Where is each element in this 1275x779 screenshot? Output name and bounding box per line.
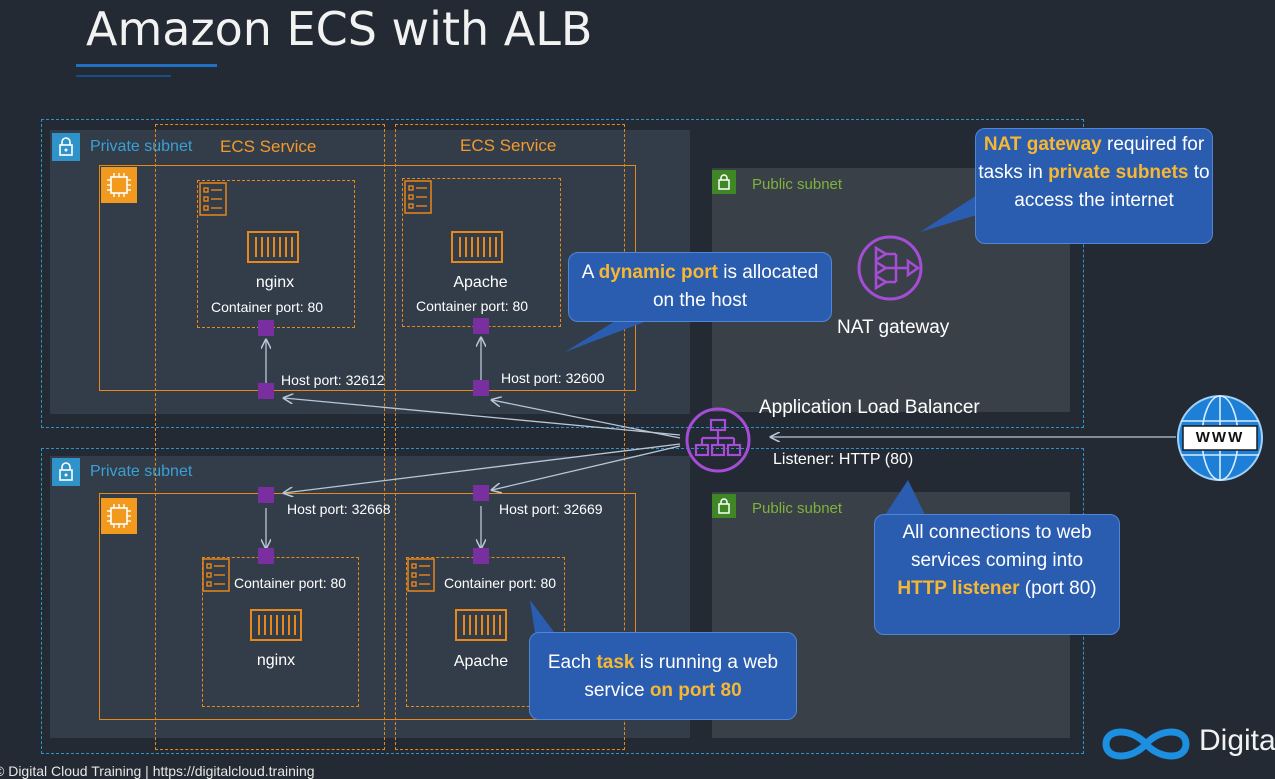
private-subnet-bottom-label: Private subnet — [90, 463, 193, 480]
ec2-chip-icon — [101, 167, 137, 203]
infinity-logo-icon — [1102, 728, 1190, 760]
callout-dynamic-text-2: is allocated on the host — [652, 262, 819, 311]
host-port-marker — [258, 487, 274, 503]
host-port-bottom-left: Host port: 32668 — [287, 501, 391, 517]
container-port-marker — [473, 548, 489, 564]
task-bottom-right-container-port: Container port: 80 — [444, 575, 557, 591]
host-port-marker — [473, 485, 489, 501]
callout-connections: All connections to web services coming i… — [874, 514, 1120, 635]
vpc-top-boundary — [41, 119, 1084, 428]
callout-task-highlight-1: task — [596, 652, 635, 673]
private-subnet-top-label: Private subnet — [90, 138, 193, 155]
ecs-service-left — [155, 124, 385, 750]
container-icon — [250, 609, 302, 641]
title-underline-short — [76, 75, 171, 77]
container-port-marker — [473, 318, 489, 334]
lock-icon — [712, 170, 736, 194]
task-bottom-left-container-port: Container port: 80 — [234, 575, 347, 591]
alb-label: Application Load Balancer — [759, 397, 980, 418]
container-icon — [451, 231, 503, 263]
callout-nat-highlight-1: NAT gateway — [983, 134, 1102, 155]
callout-dynamic-text-1: A — [581, 262, 599, 283]
container-port-marker — [258, 548, 274, 564]
callout-dynamic-highlight: dynamic port — [598, 262, 718, 283]
callout-dynamic-port: A dynamic port is allocated on the host — [568, 252, 832, 322]
lock-icon — [52, 133, 80, 161]
task-top-right-container-port: Container port: 80 — [416, 298, 529, 314]
ec2-instance-bottom — [99, 493, 636, 720]
task-box-bottom-left — [202, 557, 359, 707]
nat-gateway-icon — [857, 235, 923, 301]
callout-task-text-2: is running a web service — [584, 652, 779, 701]
www-label: WWW — [1195, 429, 1245, 446]
callout-nat-highlight-2: private subnets — [1048, 162, 1189, 183]
slide-title: Amazon ECS with ALB — [86, 2, 593, 56]
task-top-left-name: nginx — [255, 274, 295, 291]
host-port-marker — [473, 380, 489, 396]
host-port-marker — [258, 383, 274, 399]
callout-nat-text-1: required for tasks in — [978, 134, 1205, 183]
title-underline-long — [76, 64, 217, 67]
task-list-icon — [404, 180, 432, 214]
host-port-top-left: Host port: 32612 — [281, 372, 385, 388]
public-subnet-bottom-label: Public subnet — [752, 500, 843, 517]
callout-connections-text-2: (port 80) — [1019, 578, 1097, 599]
task-list-icon — [407, 558, 435, 592]
lock-icon — [712, 494, 736, 518]
task-box-top-left — [197, 180, 355, 328]
nat-gateway-label: NAT gateway — [837, 317, 950, 338]
task-list-icon — [199, 182, 227, 216]
container-icon — [455, 609, 507, 641]
load-balancer-icon — [685, 407, 751, 473]
host-port-top-right: Host port: 32600 — [501, 370, 605, 386]
internet-globe-icon — [1177, 395, 1263, 481]
callout-task-highlight-2: on port 80 — [649, 680, 742, 701]
ecs-service-right — [395, 124, 625, 750]
callout-task-text-1: Each — [547, 652, 597, 673]
callout-connections-text-1: All connections to web services coming i… — [902, 522, 1092, 571]
callout-nat-text-2: to access the internet — [1014, 162, 1210, 211]
footer-logo-text: Digita — [1199, 724, 1275, 757]
alb-listener-label: Listener: HTTP (80) — [773, 451, 914, 468]
footer-text: © Digital Cloud Training | https://digit… — [0, 763, 315, 779]
container-port-marker — [258, 320, 274, 336]
task-bottom-left-name: nginx — [256, 652, 296, 669]
task-list-icon — [202, 558, 230, 592]
task-top-left-container-port: Container port: 80 — [211, 299, 324, 315]
host-port-bottom-right: Host port: 32669 — [499, 501, 603, 517]
task-bottom-right-name: Apache — [453, 653, 509, 670]
ecs-service-right-label: ECS Service — [460, 136, 557, 155]
container-icon — [247, 231, 299, 263]
ec2-chip-icon — [101, 498, 137, 534]
callout-connections-highlight: HTTP listener — [897, 578, 1020, 599]
task-top-right-name: Apache — [453, 274, 508, 291]
ecs-service-left-label: ECS Service — [220, 137, 317, 156]
public-subnet-top-label: Public subnet — [752, 176, 843, 193]
callout-task: Each task is running a web service on po… — [529, 632, 797, 720]
lock-icon — [52, 458, 80, 486]
callout-nat: NAT gateway required for tasks in privat… — [975, 128, 1213, 244]
